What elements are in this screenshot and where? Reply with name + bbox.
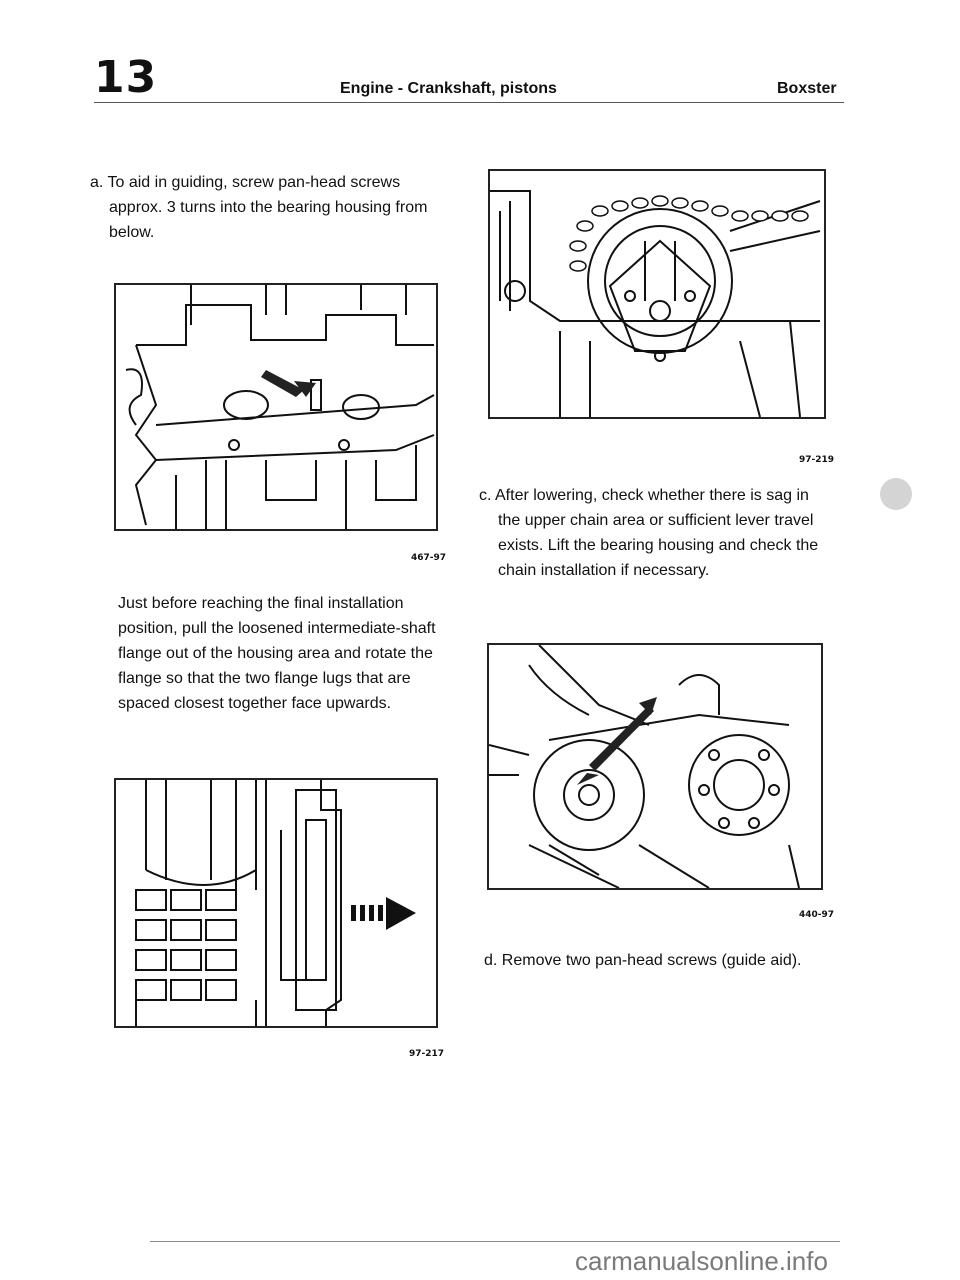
header-rule — [94, 102, 844, 103]
step-c-text: c. After lowering, check whether there i… — [479, 483, 849, 583]
figure-number: 467-97 — [411, 553, 447, 563]
step-a-text: a. To aid in guiding, screw pan-head scr… — [90, 170, 450, 245]
footer-rule — [150, 1241, 840, 1242]
watermark: carmanualsonline.info — [575, 1246, 828, 1276]
sprocket-illustration — [490, 190, 821, 417]
page-title: Engine - Crankshaft, pistons — [340, 80, 557, 97]
step-c-line: c. After lowering, check whether there i… — [479, 487, 809, 504]
step-a-line: approx. 3 turns into the bearing housing… — [109, 199, 428, 216]
model-name: Boxster — [777, 80, 837, 97]
figure-number: 97-219 — [799, 455, 835, 465]
step-b-line: spaced closest together face upwards. — [118, 695, 392, 712]
step-a-line: a. To aid in guiding, screw pan-head scr… — [90, 174, 401, 191]
lever-travel-illustration — [489, 645, 800, 888]
step-b-line: position, pull the loosened intermediate… — [118, 620, 436, 637]
step-a-line: below. — [109, 224, 155, 241]
figure-number: 440-97 — [799, 910, 835, 920]
chain-flange-illustration — [135, 780, 416, 1026]
figure-chain-sprocket-tool — [488, 169, 826, 419]
figure-lever-travel-check — [487, 643, 823, 890]
step-c-line: exists. Lift the bearing housing and che… — [498, 537, 819, 554]
engine-illustration — [125, 285, 435, 529]
chapter-number: 13 — [94, 52, 158, 103]
step-b-line: flange so that the two flange lugs that … — [118, 670, 411, 687]
figure-bearing-housing-screws — [114, 283, 438, 531]
step-b-line: flange out of the housing area and rotat… — [118, 645, 433, 662]
step-c-line: the upper chain area or sufficient lever… — [498, 512, 814, 529]
figure-number: 97-217 — [409, 1049, 445, 1059]
step-c-line: chain installation if necessary. — [498, 562, 710, 579]
step-d-text: d. Remove two pan-head screws (guide aid… — [484, 952, 802, 969]
step-b-line: Just before reaching the final installat… — [118, 595, 404, 612]
figure-intermediate-shaft-flange — [114, 778, 438, 1028]
margin-marker — [880, 478, 912, 510]
step-b-text: Just before reaching the final installat… — [118, 591, 458, 716]
